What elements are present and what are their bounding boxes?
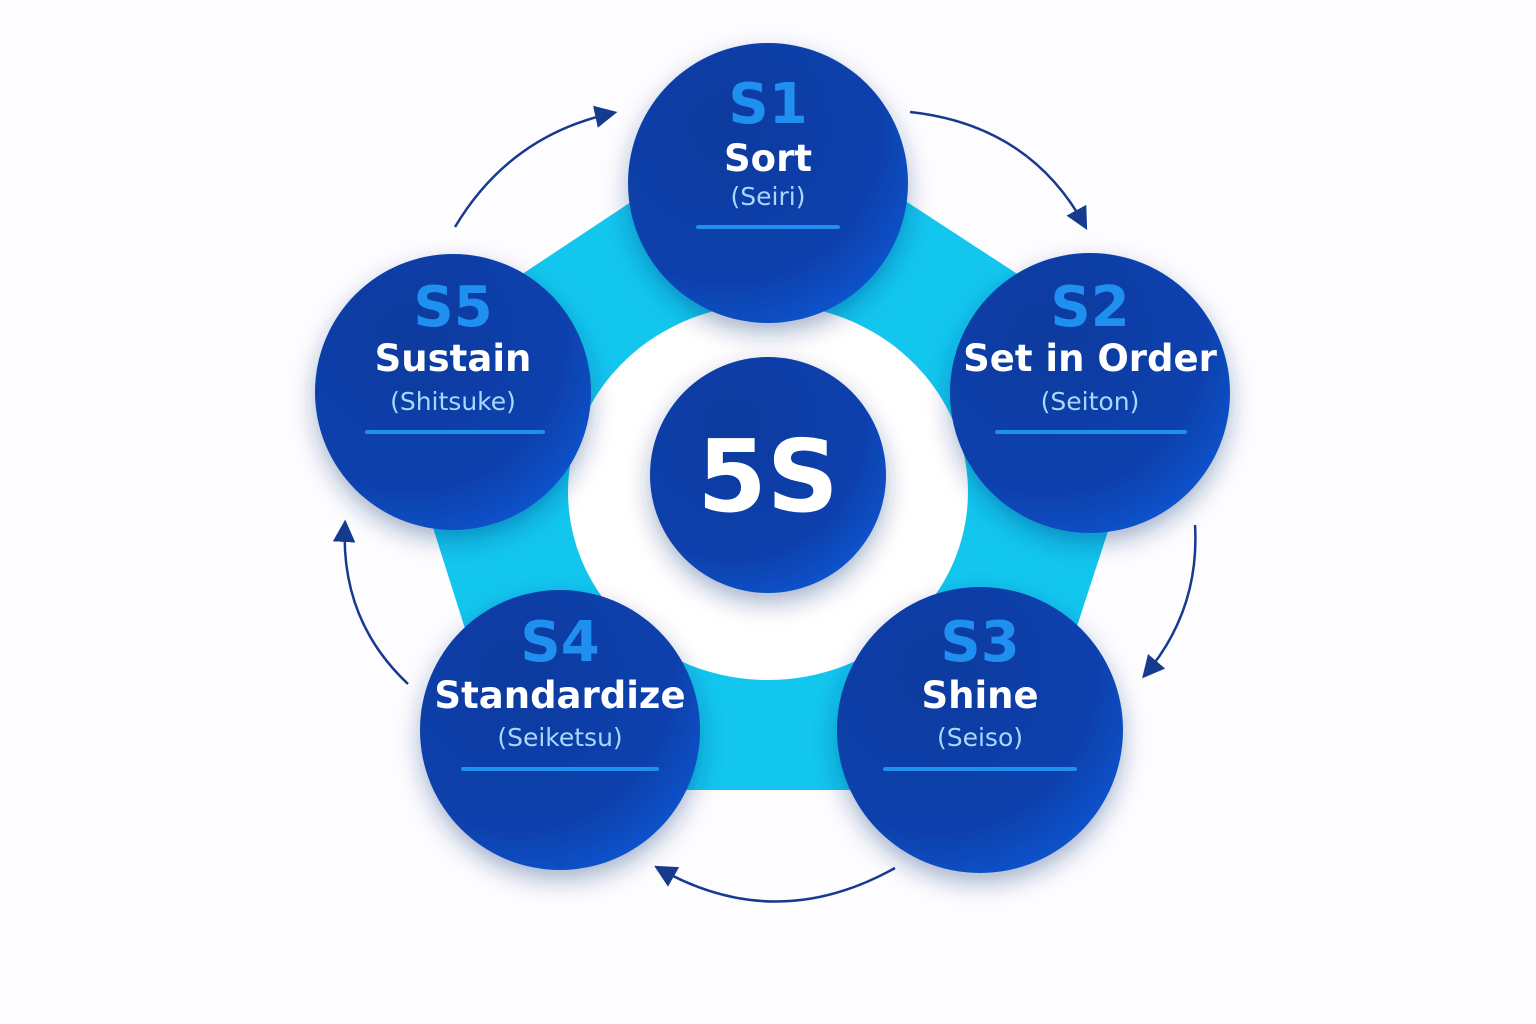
center-hub: 5S — [650, 357, 886, 593]
arrow-s1-to-s2 — [909, 110, 1088, 230]
step-s3[interactable]: S3 Shine (Seiso) — [837, 587, 1123, 873]
step-code: S4 — [520, 610, 599, 675]
step-japanese: (Seiso) — [937, 723, 1023, 752]
step-code: S5 — [413, 275, 492, 340]
arrow-s2-to-s3 — [1142, 524, 1197, 679]
step-japanese: (Shitsuke) — [390, 387, 516, 416]
step-japanese: (Seiketsu) — [497, 723, 622, 752]
step-name: Set in Order — [963, 337, 1217, 380]
step-name: Shine — [921, 674, 1038, 717]
arrow-s4-to-s5 — [332, 519, 409, 685]
center-label: 5S — [697, 418, 839, 535]
step-code: S3 — [940, 610, 1019, 675]
step-code: S1 — [728, 72, 807, 137]
step-japanese: (Seiri) — [731, 182, 806, 211]
step-s2[interactable]: S2 Set in Order (Seiton) — [950, 253, 1230, 533]
step-name: Sustain — [375, 337, 532, 380]
arrow-s5-to-s1 — [453, 105, 618, 228]
step-s4[interactable]: S4 Standardize (Seiketsu) — [420, 590, 700, 870]
step-name: Standardize — [434, 674, 685, 717]
step-name: Sort — [724, 137, 812, 180]
step-s1[interactable]: S1 Sort (Seiri) — [628, 43, 908, 323]
step-japanese: (Seiton) — [1041, 387, 1140, 416]
arrow-s3-to-s4 — [654, 865, 896, 903]
step-code: S2 — [1050, 275, 1129, 340]
step-s5[interactable]: S5 Sustain (Shitsuke) — [315, 254, 591, 530]
